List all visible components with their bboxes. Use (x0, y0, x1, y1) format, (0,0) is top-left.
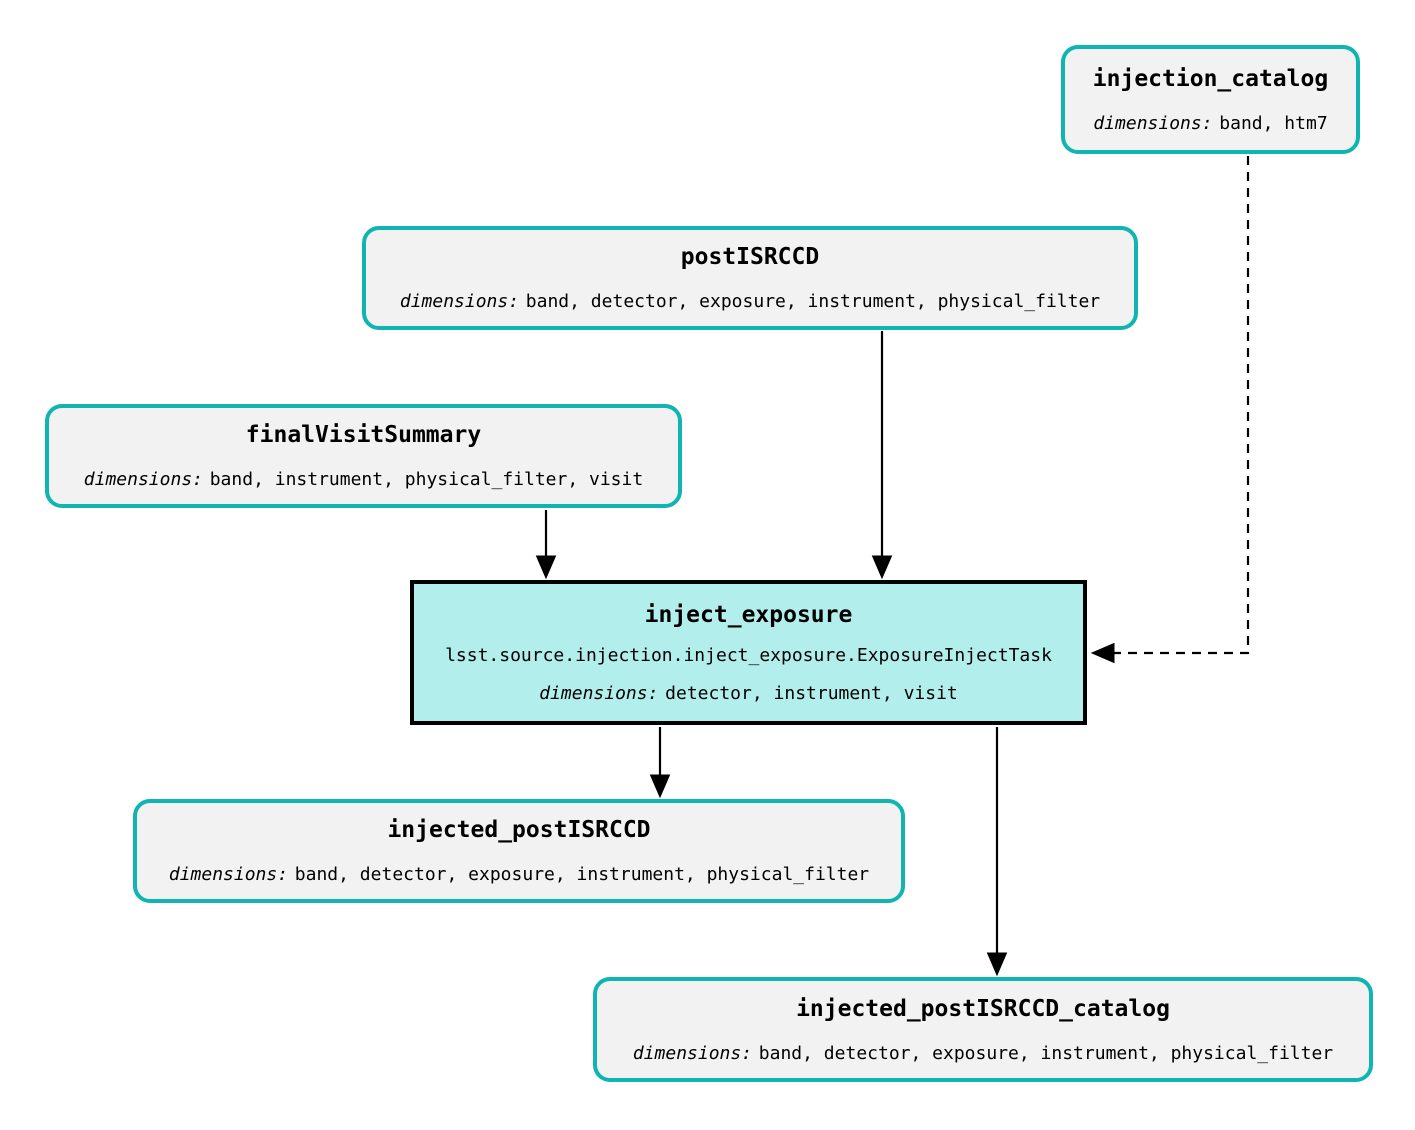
dimensions-label: dimensions: (539, 682, 659, 704)
node-dimensions: dimensions:band, detector, exposure, ins… (633, 1043, 1333, 1065)
node-dimensions: dimensions: band, htm7 (1093, 113, 1327, 135)
node-dimensions: dimensions:band, detector, exposure, ins… (169, 864, 869, 886)
node-dimensions: dimensions:band, detector, exposure, ins… (400, 291, 1100, 313)
node-title: inject_exposure (644, 601, 853, 628)
node-finalVisitSummary: finalVisitSummary dimensions: band, instr… (45, 404, 682, 508)
node-title: postISRCCD (680, 244, 820, 270)
dimensions-label: dimensions: (399, 291, 520, 312)
node-inject-exposure-task: inject_exposure lsst.source.injection.in… (410, 580, 1087, 725)
dimensions-label: dimensions: (83, 469, 203, 490)
dimensions-values: band, instrument, physical_filter, visit (209, 469, 644, 490)
dimensions-label: dimensions: (168, 864, 289, 885)
node-title: finalVisitSummary (245, 422, 482, 448)
edge-postISRCCD-to-inject_exposure (871, 331, 893, 580)
node-dimensions: dimensions: detector, instrument, visit (539, 683, 958, 705)
edge-finalVisitSummary-to-inject_exposure (535, 510, 557, 580)
edge-inject_exposure-to-injected_postISRCCD (649, 727, 671, 799)
dimensions-values: band, htm7 (1219, 112, 1328, 134)
dimensions-values: band, detector, exposure, instrument, ph… (525, 291, 1101, 312)
dimensions-label: dimensions: (632, 1042, 753, 1064)
node-title: injection_catalog (1092, 65, 1329, 92)
dimensions-values: detector, instrument, visit (665, 682, 958, 704)
node-title: injected_postISRCCD (387, 817, 651, 843)
dimensions-values: band, detector, exposure, instrument, ph… (758, 1042, 1334, 1064)
edge-inject_exposure-to-injected_postISRCCD_catalog (986, 727, 1008, 977)
node-title: injected_postISRCCD_catalog (796, 995, 1170, 1022)
dimensions-values: band, detector, exposure, instrument, ph… (294, 864, 870, 885)
node-postISRCCD: postISRCCD dimensions:band, detector, ex… (362, 226, 1138, 330)
node-injected-postISRCCD: injected_postISRCCD dimensions:band, det… (133, 799, 905, 903)
dimensions-label: dimensions: (1093, 112, 1213, 134)
task-class-path: lsst.source.injection.inject_exposure.Ex… (445, 644, 1052, 666)
node-dimensions: dimensions: band, instrument, physical_fi… (84, 469, 643, 491)
node-injected-postISRCCD-catalog: injected_postISRCCD_catalog dimensions:b… (593, 977, 1373, 1082)
node-injection-catalog: injection_catalog dimensions: band, htm7 (1061, 45, 1360, 154)
